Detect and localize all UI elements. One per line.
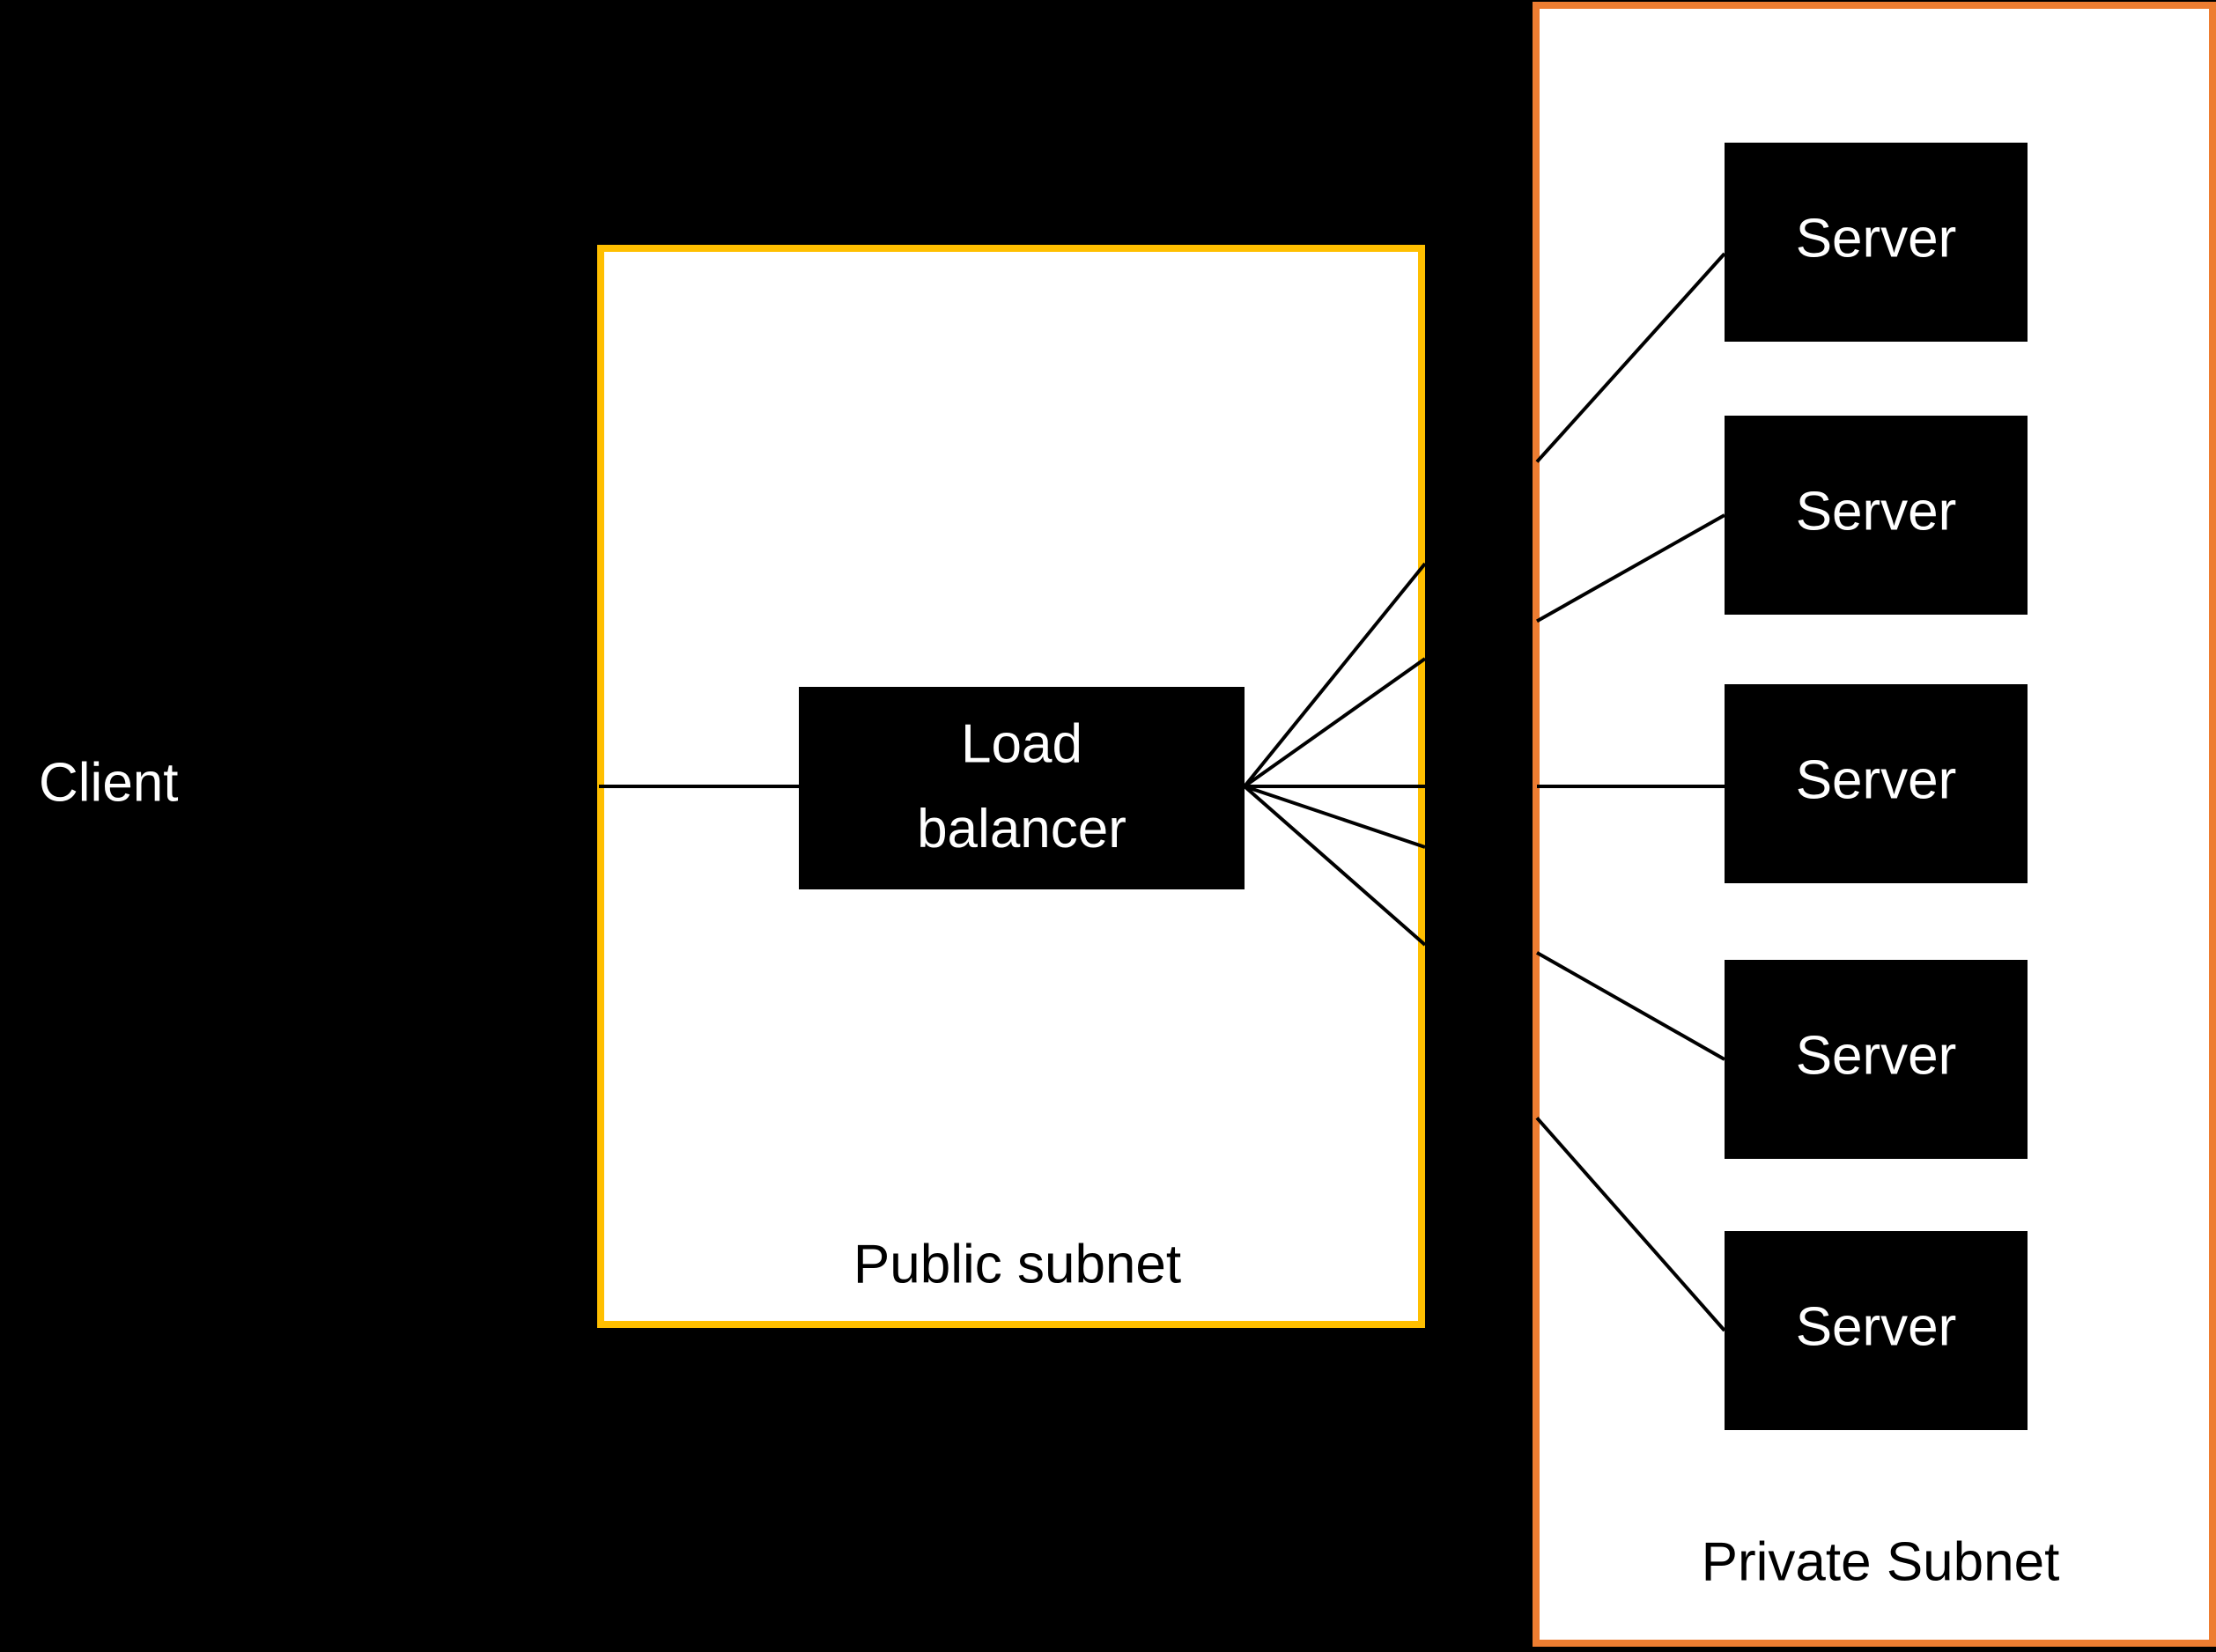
server-label-5: Server [1796, 1296, 1957, 1357]
connector-lines [599, 252, 1726, 1332]
connector-lb-leg-5 [1243, 785, 1427, 947]
client-label: Client [39, 752, 179, 813]
server-label-1: Server [1796, 208, 1957, 269]
public-subnet-label: Public subnet [853, 1234, 1181, 1294]
connector-server-leg-5 [1535, 1117, 1726, 1332]
load-balancer-label-line2: balancer [917, 799, 1126, 859]
connector-server-leg-4 [1536, 951, 1725, 1061]
server-box-2[interactable] [1725, 416, 2028, 615]
server-label-4: Server [1796, 1025, 1957, 1086]
connector-server-leg-1 [1535, 252, 1726, 463]
server-label-3: Server [1796, 749, 1957, 810]
server-label-2: Server [1796, 481, 1957, 542]
connector-lb-leg-1 [1243, 562, 1427, 788]
private-subnet-label: Private Subnet [1702, 1531, 2060, 1592]
server-box-1[interactable] [1725, 143, 2028, 342]
server-box-4[interactable] [1725, 960, 2028, 1159]
server-box-3[interactable] [1725, 684, 2028, 883]
server-box-5[interactable] [1725, 1231, 2028, 1430]
connector-server-leg-2 [1536, 513, 1725, 623]
connector-lb-leg-2 [1243, 657, 1427, 788]
connector-lb-leg-4 [1244, 785, 1426, 849]
load-balancer-label-line1: Load [961, 713, 1082, 774]
load-balancer-box[interactable] [799, 687, 1245, 889]
